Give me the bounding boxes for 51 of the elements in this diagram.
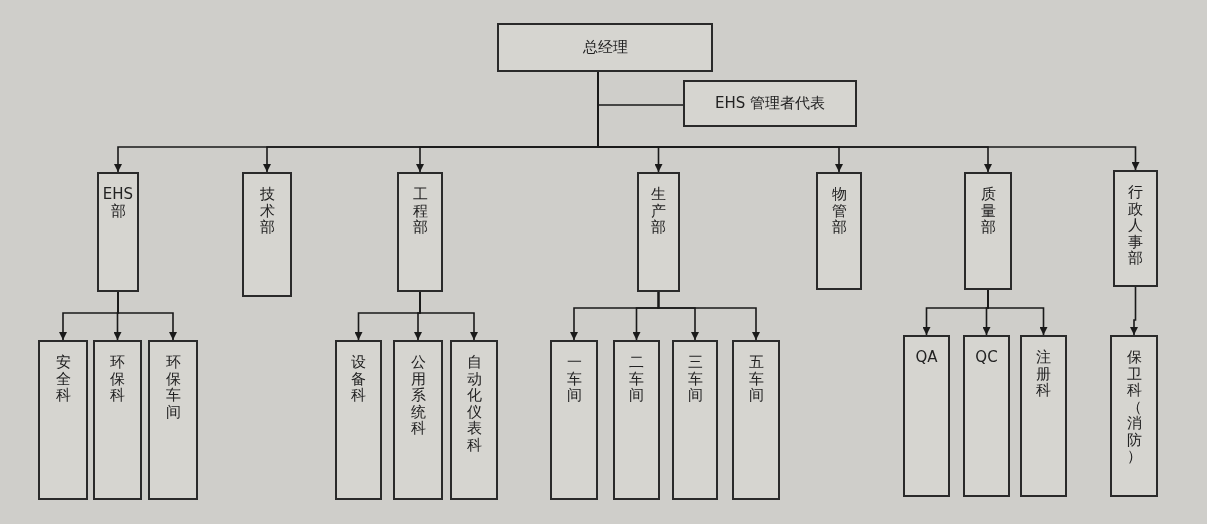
box-label: 质量部 [980,186,996,236]
box-label: QA [914,349,939,366]
org-box [637,172,680,292]
box-label: 五车间 [748,354,764,404]
org-box [732,340,780,500]
org-box [903,335,950,497]
connector-arrow [657,291,760,341]
box-label: QC [974,349,999,366]
org-box [450,340,498,500]
connector-arrow [1130,286,1138,336]
box-label: 总经理 [582,37,628,59]
connector-arrow [987,289,1048,336]
org-box [1020,335,1067,497]
org-box [683,80,857,127]
org-box [816,172,862,290]
org-box [397,172,443,292]
org-box [497,23,713,72]
org-box [1113,170,1158,287]
org-box [964,172,1012,290]
org-box [393,340,443,500]
org-box [613,340,660,500]
box-label: 物管部 [831,186,847,236]
box-label: 公用系统科 [410,354,426,437]
org-box [335,340,382,500]
org-box [97,172,139,292]
box-label: 二车间 [629,354,644,404]
org-box [242,172,292,297]
org-box [148,340,198,500]
box-label: 自动化仪表科 [466,354,482,453]
box-label: 生产部 [651,186,666,236]
box-label: 安全科 [55,354,71,404]
box-label: 工程部 [412,186,428,236]
box-label: 注册科 [1036,349,1051,399]
box-label: 保卫科（消防） [1126,349,1142,465]
org-box [963,335,1010,497]
box-label: EHS部 [101,186,135,219]
box-label: EHS 管理者代表 [714,93,825,115]
org-box [38,340,88,500]
box-label: 设备科 [351,354,366,404]
connector-arrow [117,291,177,341]
box-label: 三车间 [687,354,703,404]
org-box [93,340,142,500]
box-label: 环保车间 [165,354,181,420]
box-label: 技术部 [259,186,275,236]
org-box [550,340,598,500]
org-box [672,340,718,500]
box-label: 一车间 [566,354,582,404]
org-box [1110,335,1158,497]
connector-arrow [419,291,478,341]
box-label: 行政人事部 [1128,184,1143,267]
box-label: 环保科 [110,354,125,404]
